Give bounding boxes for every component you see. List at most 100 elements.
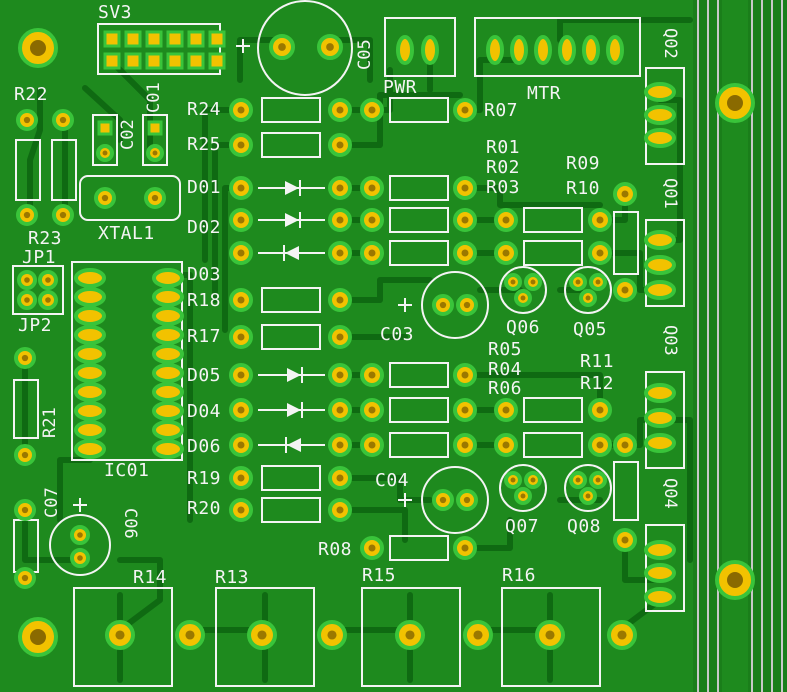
component-pads xyxy=(14,30,676,650)
pad-oval xyxy=(644,433,676,453)
pad-hole xyxy=(237,506,245,514)
pad-oval xyxy=(644,230,676,250)
label-r06: R06 xyxy=(488,378,523,399)
label-q04: Q04 xyxy=(660,478,680,509)
label-c03: C03 xyxy=(380,324,415,345)
label-r08: R08 xyxy=(318,539,353,560)
pad-oval xyxy=(644,587,676,607)
pad-hole xyxy=(502,441,510,449)
label-xtal1: XTAL1 xyxy=(98,223,155,244)
pad-hole xyxy=(257,630,267,640)
pad-hole xyxy=(502,249,510,257)
pad-hole xyxy=(545,630,555,640)
label-r15: R15 xyxy=(362,565,397,586)
pad-hole xyxy=(336,333,344,341)
pad-hole xyxy=(151,194,159,202)
pad-hole xyxy=(461,184,469,192)
pad-hole xyxy=(368,106,376,114)
pad-oval xyxy=(644,280,676,300)
pad-hole xyxy=(237,141,245,149)
pad-oval xyxy=(152,401,184,421)
label-r11: R11 xyxy=(580,351,615,372)
pad-square xyxy=(208,30,226,48)
pad-oval xyxy=(152,287,184,307)
pad-hole xyxy=(21,574,29,582)
pad-hole xyxy=(595,477,601,483)
label-c07: C07 xyxy=(42,487,62,518)
pad-hole xyxy=(461,406,469,414)
pad-hole xyxy=(596,441,604,449)
label-sv3: SV3 xyxy=(98,2,133,23)
pad-hole xyxy=(368,441,376,449)
pad-hole xyxy=(368,249,376,257)
pad-hole xyxy=(237,249,245,257)
pad-hole xyxy=(336,216,344,224)
pad-hole xyxy=(237,406,245,414)
label-r25: R25 xyxy=(187,134,222,155)
pad-oval xyxy=(644,255,676,275)
pad-hole xyxy=(621,536,629,544)
label-r07: R07 xyxy=(484,100,519,121)
pad-oval xyxy=(74,344,106,364)
pad-hole xyxy=(336,474,344,482)
pad-square xyxy=(166,52,184,70)
pad-hole xyxy=(101,194,109,202)
label-pwr: PWR xyxy=(383,77,418,98)
label-d03: D03 xyxy=(187,264,222,285)
label-r14: R14 xyxy=(133,567,168,588)
pad-hole xyxy=(502,406,510,414)
pad-oval xyxy=(74,420,106,440)
pad-hole xyxy=(368,184,376,192)
silkscreen-outlines xyxy=(12,0,685,687)
pad-hole xyxy=(530,477,536,483)
pad-hole xyxy=(336,184,344,192)
pad-hole xyxy=(585,295,591,301)
pad-hole xyxy=(237,106,245,114)
label-r20: R20 xyxy=(187,498,222,519)
pad-oval xyxy=(74,325,106,345)
pad-hole xyxy=(24,297,30,303)
label-r10: R10 xyxy=(566,178,601,199)
pad-hole xyxy=(115,630,125,640)
pad-hole xyxy=(152,150,158,156)
label-ic01: IC01 xyxy=(104,460,150,481)
diode-symbols xyxy=(283,180,303,453)
pad-hole xyxy=(336,296,344,304)
pad-hole xyxy=(45,277,51,283)
pad-hole xyxy=(24,277,30,283)
label-d06: D06 xyxy=(187,436,222,457)
pad-hole xyxy=(185,630,195,640)
pad-hole xyxy=(463,301,471,309)
pad-hole xyxy=(336,406,344,414)
label-d02: D02 xyxy=(187,217,222,238)
pad-oval xyxy=(152,344,184,364)
label-r18: R18 xyxy=(187,290,222,311)
pad-hole xyxy=(596,249,604,257)
pad-hole xyxy=(327,630,337,640)
label-q08: Q08 xyxy=(567,516,602,537)
pad-hole xyxy=(510,279,516,285)
pad-hole xyxy=(21,506,29,514)
label-c02: C02 xyxy=(118,119,138,150)
pad-hole xyxy=(336,441,344,449)
pad-oval xyxy=(74,382,106,402)
pad-hole xyxy=(510,477,516,483)
pad-oval xyxy=(644,383,676,403)
pad-oval xyxy=(644,105,676,125)
pad-hole xyxy=(575,279,581,285)
pad-hole xyxy=(585,493,591,499)
pad-oval xyxy=(152,363,184,383)
pad-hole xyxy=(575,477,581,483)
pad-oval xyxy=(644,408,676,428)
pad-hole xyxy=(368,371,376,379)
pad-hole xyxy=(520,493,526,499)
pad-oval xyxy=(558,35,576,65)
pad-hole xyxy=(473,630,483,640)
pad-square xyxy=(187,30,205,48)
label-d05: D05 xyxy=(187,365,222,386)
pad-hole xyxy=(77,555,83,561)
pad-oval xyxy=(152,306,184,326)
pad-hole xyxy=(237,474,245,482)
pad-hole xyxy=(461,216,469,224)
pad-hole xyxy=(336,141,344,149)
